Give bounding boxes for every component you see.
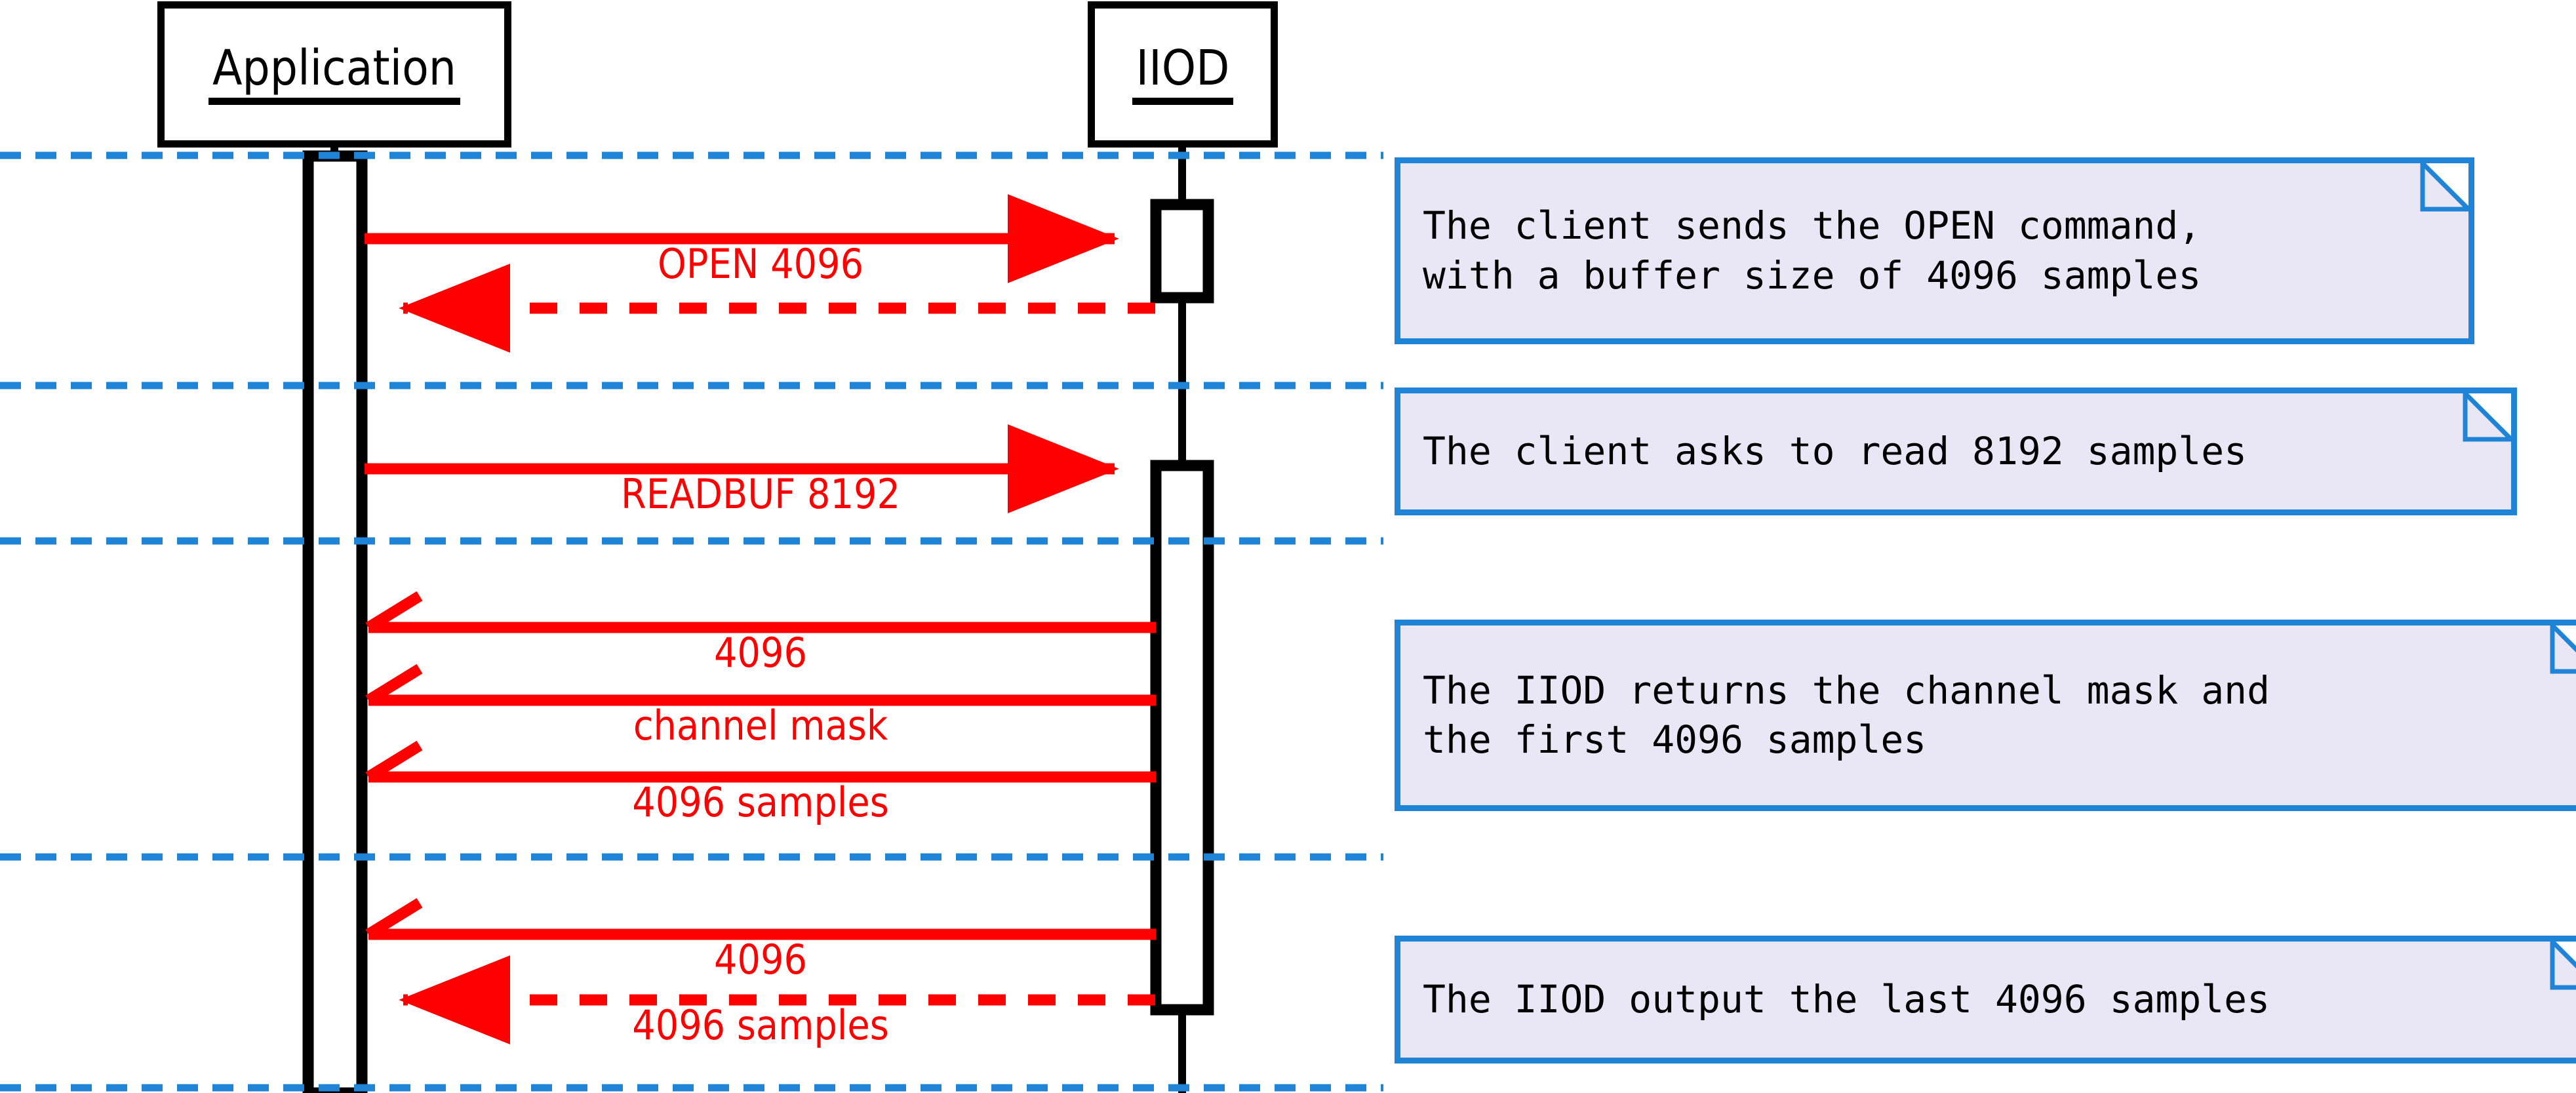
message-label-4096-a: 4096 [714,629,807,677]
message-arrow-4096-samples-a [365,740,1156,783]
lifeline-application [302,148,368,1093]
participant-label-iiod: IIOD [1132,44,1234,105]
note-fold-icon-2 [2465,393,2511,439]
activation-bar-iiod-open [1150,199,1214,304]
note-readbuf-request: The client asks to read 8192 samples [1395,388,2517,515]
fragment-separators [0,151,1383,1092]
message-label-readbuf-8192: READBUF 8192 [621,470,900,518]
activation-bar-application [302,150,368,1093]
note-last-samples: The IIOD output the last 4096 samples [1395,936,2576,1063]
participant-label-application: Application [208,44,460,105]
message-arrow-4096-a [365,591,1156,633]
note-channel-mask-return: The IIOD returns the channel mask and th… [1395,620,2576,811]
participant-box-iiod: IIOD [1088,1,1278,148]
message-label-open-4096: OPEN 4096 [657,240,864,288]
activation-bar-iiod-readbuf [1150,460,1214,1016]
note-text-1: The client sends the OPEN command, with … [1423,203,2202,298]
note-fold-icon-1 [2423,163,2468,209]
note-fold-icon-4 [2552,942,2576,987]
message-label-4096-samples-b: 4096 samples [632,1001,889,1049]
message-arrow-4096-b [365,898,1156,940]
note-fold-icon-3 [2552,626,2576,671]
message-arrow-channel-mask [365,664,1156,706]
message-label-4096-samples-a: 4096 samples [632,778,889,826]
note-text-3: The IIOD returns the channel mask and th… [1423,667,2270,762]
note-open-command: The client sends the OPEN command, with … [1395,157,2474,344]
participant-box-application: Application [157,1,511,148]
message-label-4096-b: 4096 [714,936,807,984]
note-text-2: The client asks to read 8192 samples [1423,428,2248,473]
note-text-4: The IIOD output the last 4096 samples [1423,976,2270,1022]
message-label-channel-mask: channel mask [633,702,888,749]
